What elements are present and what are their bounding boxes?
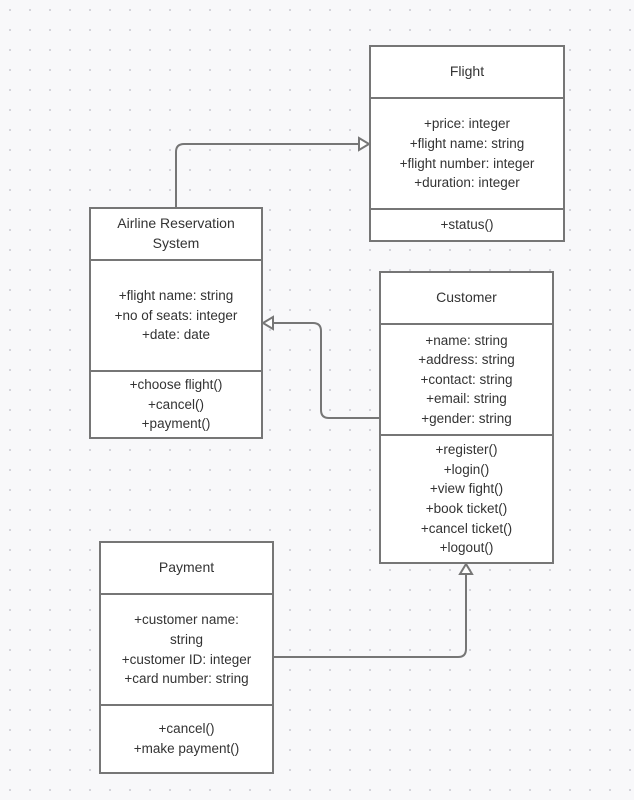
class-flight-attribute: +flight number: integer [399,155,535,171]
class-flight-name-section: Flight [371,47,563,97]
class-customer-attribute: +contact: string [420,371,513,387]
class-flight-attribute: +duration: integer [414,175,520,191]
class-customer[interactable]: Customer +name: string +address: string … [379,271,554,564]
generalization-arrowhead-customer [458,562,474,575]
class-customer-operation: +logout() [439,540,494,556]
generalization-arrowhead-flight [358,136,371,152]
class-payment[interactable]: Payment +customer name: string +customer… [99,541,274,774]
connector-ars-to-flight[interactable] [175,143,361,207]
class-payment-attribute: +card number: string [124,671,249,687]
class-customer-name: Customer [436,289,497,306]
class-customer-operation: +cancel ticket() [420,520,513,536]
class-customer-operation: +view fight() [429,481,504,497]
class-payment-operations: +cancel() +make payment() [101,704,272,772]
class-flight-name: Flight [449,63,485,80]
class-ars-name-line: System [152,235,200,251]
class-payment-attribute: string [169,631,203,647]
class-ars-attribute: +date: date [142,327,210,343]
class-customer-attribute: +address: string [418,352,515,368]
class-customer-name-section: Customer [381,273,552,323]
class-customer-operation: +book ticket() [425,501,508,516]
class-customer-attribute: +gender: string [421,410,512,426]
class-ars-attributes: +flight name: string +no of seats: integ… [91,259,261,370]
connector-payment-to-customer[interactable] [274,574,467,658]
class-customer-operations: +register() +login() +view fight() +book… [381,434,552,562]
class-customer-operation: +register() [435,442,498,458]
class-ars-operation: +choose flight() [129,377,223,393]
class-payment-attributes: +customer name: string +customer ID: int… [101,593,272,704]
class-flight[interactable]: Flight +price: integer +flight name: str… [369,45,565,242]
class-payment-name-section: Payment [101,543,272,593]
class-payment-name: Payment [158,559,215,576]
class-flight-operations: +status() [371,208,563,240]
class-flight-attribute: +flight name: string [409,135,525,151]
class-customer-attributes: +name: string +address: string +contact:… [381,323,552,434]
class-flight-attribute: +price: integer [424,116,510,132]
generalization-arrowhead-ars [261,315,274,331]
class-payment-attribute: +customer name: [134,612,239,628]
class-ars-attribute: +no of seats: integer [114,307,238,323]
class-payment-attribute: +customer ID: integer [121,651,252,667]
class-flight-operation: +status() [440,217,494,233]
class-ars-operation: +payment() [141,416,211,432]
class-ars-operation: +cancel() [148,396,204,412]
class-ars-operations: +choose flight() +cancel() +payment() [91,370,261,437]
class-flight-attributes: +price: integer +flight name: string +fl… [371,97,563,208]
connector-customer-to-ars[interactable] [273,322,379,419]
class-ars-attribute: +flight name: string [118,288,234,304]
class-payment-operation: +cancel() [158,721,215,737]
class-customer-attribute: +email: string [426,391,507,407]
class-ars-name-section: Airline Reservation System [91,209,261,259]
class-ars-name-line: Airline Reservation [117,215,235,232]
class-airline-reservation-system[interactable]: Airline Reservation System +flight name:… [89,207,263,439]
class-customer-operation: +login() [443,461,490,477]
class-payment-operation: +make payment() [133,741,240,756]
class-customer-attribute: +name: string [425,332,508,348]
